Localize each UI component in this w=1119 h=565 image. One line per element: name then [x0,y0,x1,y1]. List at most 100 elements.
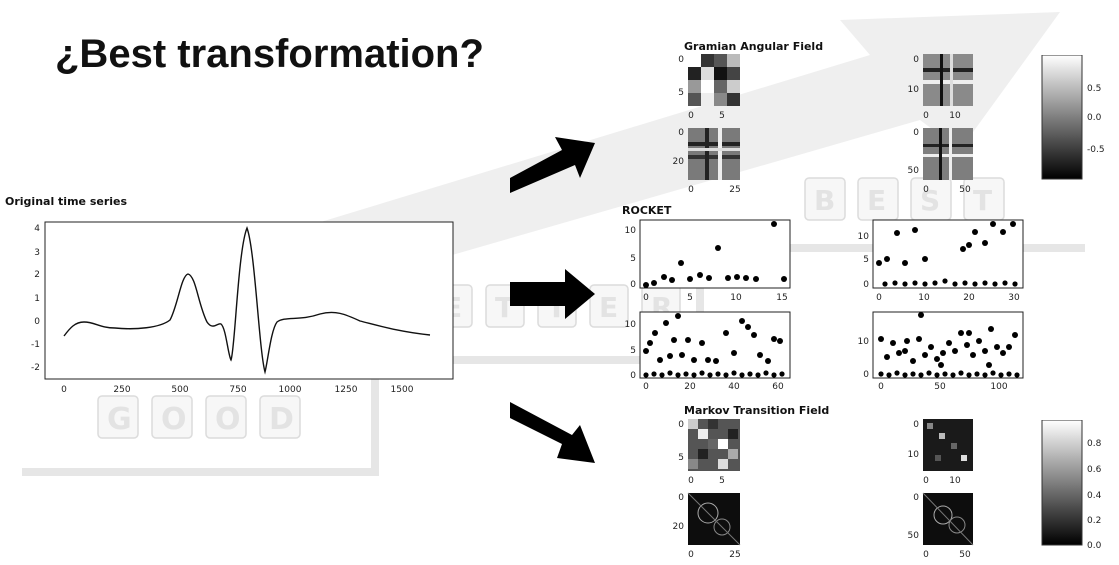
transformation-arrows [510,137,595,463]
x-tick: 50 [959,185,971,195]
mtf-label: Markov Transition Field [684,404,830,417]
rocket-scatter-1 [643,221,787,288]
y-tick: 0 [913,55,919,65]
rocket-label: ROCKET [622,204,672,217]
watermark-good-3: O [215,402,241,437]
rocket-scatter-4 [878,312,1020,378]
y-tick: 5 [678,88,684,98]
x-tick: 1250 [335,385,358,395]
x-tick: 0 [688,185,694,195]
x-tick: 25 [729,185,740,195]
x-tick: 0 [688,111,694,121]
watermark-better-5: E [599,291,618,324]
y-tick: 5 [630,346,636,356]
y-tick: 10 [858,232,870,242]
watermark-best-4: T [973,184,992,217]
x-tick: 10 [949,111,961,121]
gaf-matrix-medium [923,54,973,106]
colorbar-tick: 0.8 [1087,439,1102,449]
original-series-plot: 4 3 2 1 0 -1 -2 0 250 500 750 1000 1250 … [31,221,454,395]
y-tick: 0 [630,371,636,381]
x-tick: 5 [687,293,693,303]
y-tick: 0 [678,493,684,503]
gaf-label: Gramian Angular Field [684,40,824,53]
y-tick: 10 [858,337,870,347]
x-tick: 250 [113,385,130,395]
arrow-up-icon [510,137,595,193]
y-tick: 0 [678,55,684,65]
colorbar-tick: 0.0 [1087,113,1102,123]
x-tick: 0 [688,550,694,560]
x-tick: 10 [949,476,961,486]
x-tick: 1000 [279,385,302,395]
original-series-line [63,226,431,375]
x-tick: 25 [729,550,740,560]
watermark-best-3: S [920,184,940,217]
x-tick: 30 [1008,293,1020,303]
y-tick: 20 [673,157,685,167]
colorbar-tick: 0.6 [1087,465,1102,475]
y-tick: 2 [34,270,40,280]
y-tick: 10 [908,85,920,95]
y-tick: 0 [913,128,919,138]
x-tick: 0 [923,185,929,195]
y-tick: 5 [630,254,636,264]
x-tick: 0 [643,293,649,303]
x-tick: 15 [776,293,787,303]
y-tick: 4 [34,224,40,234]
watermark-good-2: O [161,402,187,437]
x-tick: 0 [688,476,694,486]
y-tick: 0 [913,420,919,430]
x-tick: 5 [719,476,725,486]
y-tick: 0 [630,280,636,290]
x-tick: 20 [684,382,696,390]
x-tick: 500 [171,385,188,395]
x-tick: 60 [772,382,784,390]
y-tick: 50 [908,166,920,176]
x-tick: 0 [923,550,929,560]
watermark-good-1: G [107,402,132,437]
mtf-matrix-small [688,419,740,471]
watermark-good-4: D [269,402,294,437]
gaf-colorbar: 0.50.0-0.5 [1041,55,1105,180]
gaf-matrix-xlarge [923,128,973,180]
x-tick: 10 [918,293,930,303]
colorbar-tick: 0.0 [1087,541,1102,551]
y-tick: 0 [678,420,684,430]
x-tick: 20 [963,293,975,303]
watermark-better-3: T [495,291,514,324]
page-title: ¿Best transformation? [55,32,484,76]
colorbar-tick: 0.2 [1087,516,1101,526]
y-tick: 5 [863,255,869,265]
y-tick: -1 [31,340,40,350]
y-tick: 0 [863,370,869,380]
x-tick: 0 [876,293,882,303]
mtf-matrix-large [687,492,741,546]
rocket-scatter-2 [643,313,785,378]
y-tick: 1 [34,294,40,304]
x-tick: 0 [878,382,884,390]
x-tick: 1500 [391,385,414,395]
y-tick: 0 [34,317,40,327]
y-tick: 10 [625,320,637,330]
arrow-down-icon [510,402,595,463]
y-tick: 10 [908,450,920,460]
y-tick: 0 [913,493,919,503]
mtf-matrix-xlarge [922,492,974,546]
x-tick: 100 [990,382,1007,390]
colorbar-tick: 0.5 [1087,84,1101,94]
mtf-colorbar: 0.80.60.40.20.0 [1041,420,1102,551]
original-series-label: Original time series [5,195,128,208]
y-tick: 50 [908,531,920,541]
watermark-best-2: E [867,184,886,217]
y-tick: 0 [678,128,684,138]
gaf-matrix-large [688,128,740,180]
y-tick: 5 [678,453,684,463]
x-tick: 40 [728,382,740,390]
x-tick: 0 [643,382,649,390]
y-tick: -2 [31,363,40,373]
